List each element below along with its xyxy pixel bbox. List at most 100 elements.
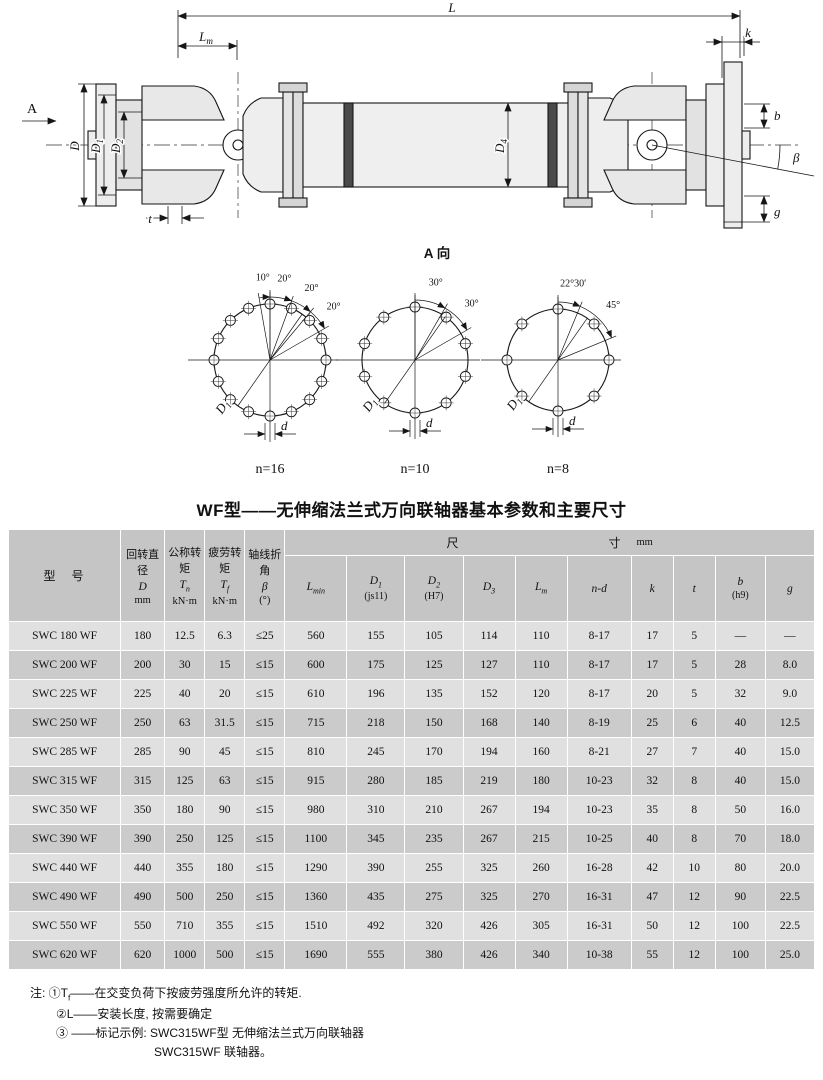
- value-cell: 600: [284, 650, 348, 680]
- value-cell: 8: [672, 824, 716, 854]
- value-cell: 500: [164, 882, 206, 912]
- angle-label: 22°30′: [560, 278, 586, 289]
- value-cell: 550: [120, 911, 166, 941]
- value-cell: 135: [404, 679, 464, 709]
- dim-label-L: L: [447, 0, 455, 15]
- value-cell: 980: [284, 795, 348, 825]
- value-cell: 5: [672, 679, 716, 709]
- value-cell: ≤15: [244, 795, 286, 825]
- value-cell: 12.5: [764, 708, 816, 738]
- sub-col-header: b(h9): [714, 555, 766, 622]
- angle-label: 20°: [327, 302, 341, 313]
- value-cell: 435: [346, 882, 406, 912]
- value-cell: 80: [714, 853, 766, 883]
- value-cell: 125: [204, 824, 246, 854]
- value-cell: 10-25: [566, 824, 632, 854]
- value-cell: ≤15: [244, 824, 286, 854]
- value-cell: 12.5: [164, 621, 206, 651]
- value-cell: 8.0: [764, 650, 816, 680]
- note-line: ②L——安装长度, 按需要确定: [56, 1006, 213, 1021]
- dim-label-D: D: [67, 141, 82, 152]
- value-cell: 40: [714, 737, 766, 767]
- value-cell: 255: [404, 853, 464, 883]
- value-cell: 100: [714, 940, 766, 970]
- value-cell: 25.0: [764, 940, 816, 970]
- value-cell: ≤15: [244, 766, 286, 796]
- value-cell: 17: [630, 621, 674, 651]
- value-cell: —: [714, 621, 766, 651]
- value-cell: 310: [346, 795, 406, 825]
- value-cell: 8-17: [566, 621, 632, 651]
- sub-col-header: g: [764, 555, 816, 622]
- dim-label-g: g: [774, 204, 781, 219]
- value-cell: 110: [514, 650, 568, 680]
- sub-col-header: Lmin: [284, 555, 348, 622]
- hole-dia-label: d: [281, 418, 288, 433]
- value-cell: 345: [346, 824, 406, 854]
- value-cell: 100: [714, 911, 766, 941]
- value-cell: 235: [404, 824, 464, 854]
- value-cell: ≤15: [244, 708, 286, 738]
- value-cell: 15.0: [764, 737, 816, 767]
- value-cell: 225: [120, 679, 166, 709]
- value-cell: 12: [672, 911, 716, 941]
- value-cell: 6.3: [204, 621, 246, 651]
- value-cell: 1290: [284, 853, 348, 883]
- value-cell: 25: [630, 708, 674, 738]
- value-cell: 16-28: [566, 853, 632, 883]
- value-cell: 35: [630, 795, 674, 825]
- sub-col-header: k: [630, 555, 674, 622]
- value-cell: 325: [462, 882, 516, 912]
- angle-label: 30°: [429, 278, 443, 289]
- value-cell: 270: [514, 882, 568, 912]
- hole-dia-label: d: [569, 413, 576, 428]
- value-cell: 10-23: [566, 795, 632, 825]
- angle-label: 45°: [606, 300, 620, 311]
- value-cell: 16-31: [566, 882, 632, 912]
- value-cell: 305: [514, 911, 568, 941]
- value-cell: 5: [672, 621, 716, 651]
- value-cell: 40: [630, 824, 674, 854]
- value-cell: 260: [514, 853, 568, 883]
- value-cell: 50: [714, 795, 766, 825]
- value-cell: 28: [714, 650, 766, 680]
- value-cell: 355: [204, 911, 246, 941]
- value-cell: 355: [164, 853, 206, 883]
- sub-col-header: Lm: [514, 555, 568, 622]
- value-cell: 810: [284, 737, 348, 767]
- value-cell: 1690: [284, 940, 348, 970]
- value-cell: 325: [462, 853, 516, 883]
- value-cell: 180: [204, 853, 246, 883]
- bolt-pattern-diagrams: 10°20°20°20°D1dn=1630°30°D1dn=1022°30′45…: [188, 271, 621, 477]
- value-cell: 440: [120, 853, 166, 883]
- value-cell: 1510: [284, 911, 348, 941]
- value-cell: 12: [672, 940, 716, 970]
- value-cell: 155: [346, 621, 406, 651]
- value-cell: 10-23: [566, 766, 632, 796]
- angle-label: 30°: [465, 298, 479, 309]
- value-cell: 170: [404, 737, 464, 767]
- value-cell: 120: [514, 679, 568, 709]
- sub-col-header: D1(js11): [346, 555, 406, 622]
- value-cell: 215: [514, 824, 568, 854]
- value-cell: 12: [672, 882, 716, 912]
- notes: 注: ①Tf——在交变负荷下按疲劳强度所允许的转矩.②L——安装长度, 按需要确…: [30, 984, 823, 1062]
- value-cell: 63: [204, 766, 246, 796]
- model-cell: SWC 285 WF: [7, 737, 122, 767]
- value-cell: 426: [462, 940, 516, 970]
- value-cell: 390: [120, 824, 166, 854]
- value-cell: 20: [204, 679, 246, 709]
- value-cell: 16-31: [566, 911, 632, 941]
